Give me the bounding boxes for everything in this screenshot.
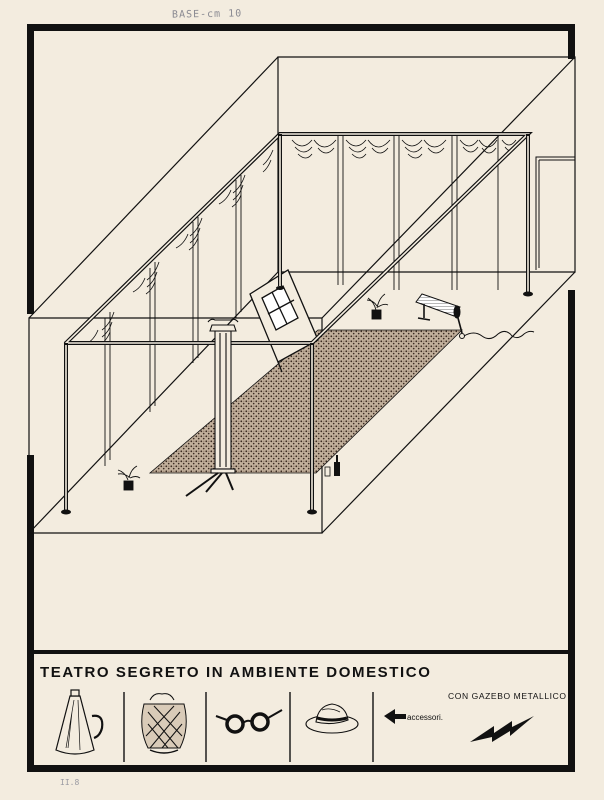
poster-title: TEATRO SEGRETO IN AMBIENTE DOMESTICO — [40, 664, 432, 681]
round-glasses-icon — [215, 709, 283, 734]
left-arrow-icon — [384, 709, 406, 724]
curtain-swags — [85, 139, 517, 345]
room-box — [28, 56, 576, 534]
corner-annotation: II.8 — [60, 778, 80, 787]
page-border — [27, 24, 575, 772]
carpet — [148, 329, 463, 474]
classical-column — [185, 318, 239, 497]
megaphone-icon — [55, 689, 104, 755]
back-wall-curtains — [337, 136, 499, 290]
hat-icon — [305, 703, 359, 734]
folding-screen — [249, 269, 319, 373]
accessories-row — [123, 692, 374, 762]
doorway — [535, 156, 575, 270]
spotlight-projector — [415, 293, 535, 340]
lightning-bolt-icon — [470, 716, 534, 742]
accessories-label: accessori. — [407, 713, 444, 722]
string-bag-icon — [141, 693, 187, 754]
bottle-and-glass — [324, 455, 340, 477]
poster-subtitle: CON GAZEBO METALLICO — [448, 691, 567, 701]
potted-plant-front — [117, 465, 141, 491]
potted-plant-back — [366, 293, 389, 320]
